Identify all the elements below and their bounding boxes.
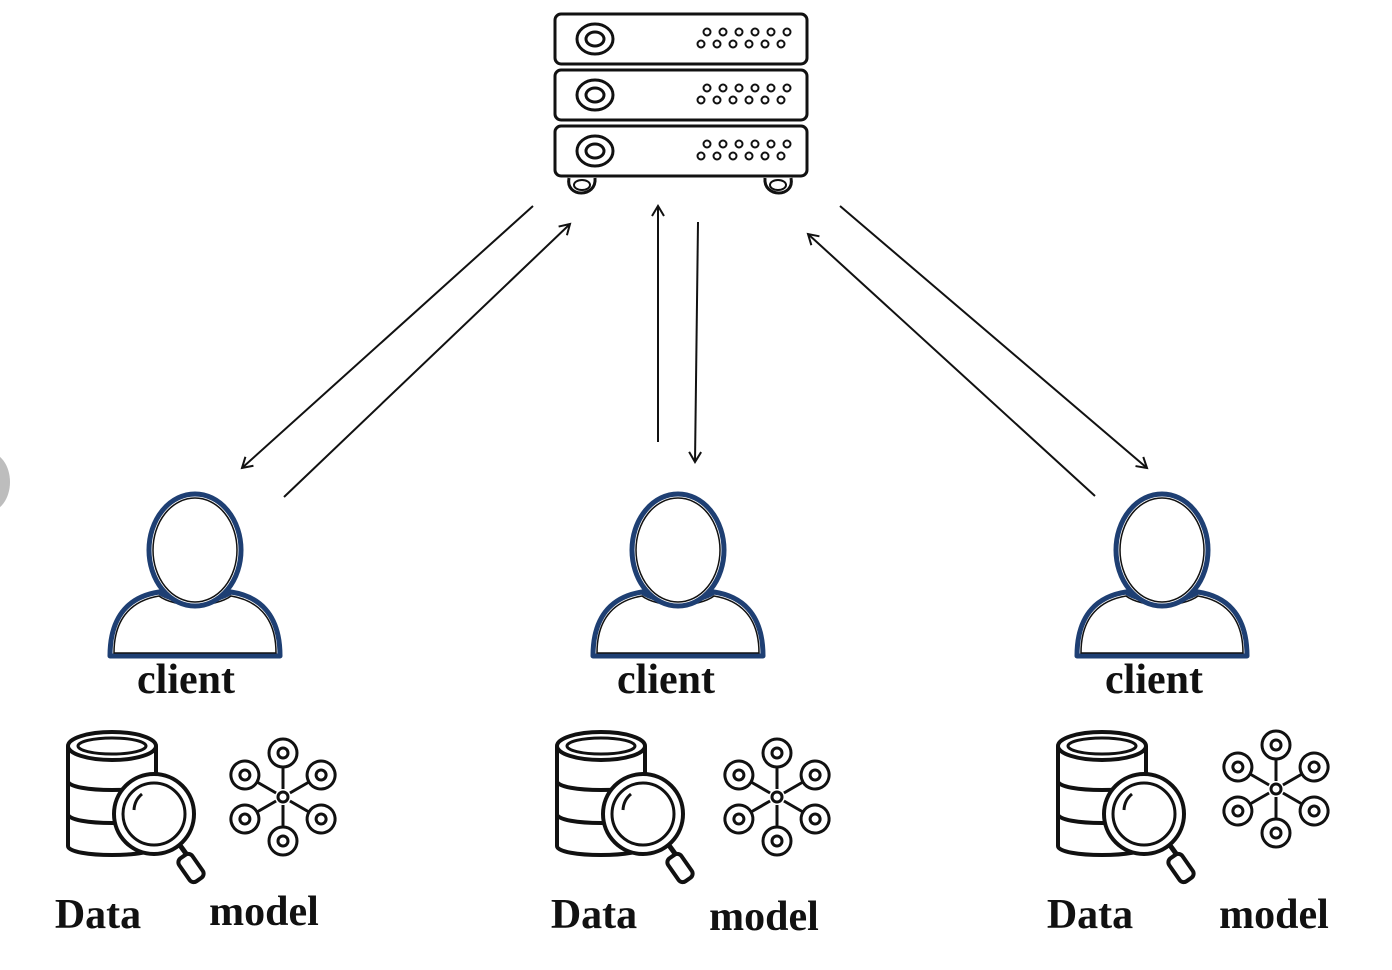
arrow-client-3-to-server xyxy=(806,232,1096,497)
arrow-server-to-client-2 xyxy=(688,221,702,464)
model-network-icon xyxy=(224,737,342,857)
client-node-1: client Data model xyxy=(55,494,342,938)
model-network-icon xyxy=(718,737,836,857)
data-label: Data xyxy=(1047,892,1133,938)
model-label: model xyxy=(1219,892,1329,938)
client-label: client xyxy=(137,657,235,703)
person-icon xyxy=(593,494,763,656)
model-label: model xyxy=(209,889,319,935)
client-label: client xyxy=(1105,657,1203,703)
arrow-server-to-client-1 xyxy=(240,205,534,470)
client-label: client xyxy=(617,657,715,703)
data-label: Data xyxy=(55,892,141,938)
database-search-icon xyxy=(557,732,695,884)
database-search-icon xyxy=(68,732,206,884)
server-icon xyxy=(553,12,809,195)
database-search-icon xyxy=(1058,732,1196,884)
data-label: Data xyxy=(551,892,637,938)
arrow-client-1-to-server xyxy=(283,222,572,498)
person-icon xyxy=(1077,494,1247,656)
person-icon xyxy=(110,494,280,656)
model-network-icon xyxy=(1217,729,1335,849)
client-node-2: client Data model xyxy=(551,494,836,940)
arrow-server-to-client-3 xyxy=(839,205,1149,470)
client-node-3: client Data model xyxy=(1047,494,1335,938)
model-label: model xyxy=(709,894,819,940)
edge-scroll-handle xyxy=(0,452,10,512)
communication-arrows xyxy=(240,204,1149,498)
